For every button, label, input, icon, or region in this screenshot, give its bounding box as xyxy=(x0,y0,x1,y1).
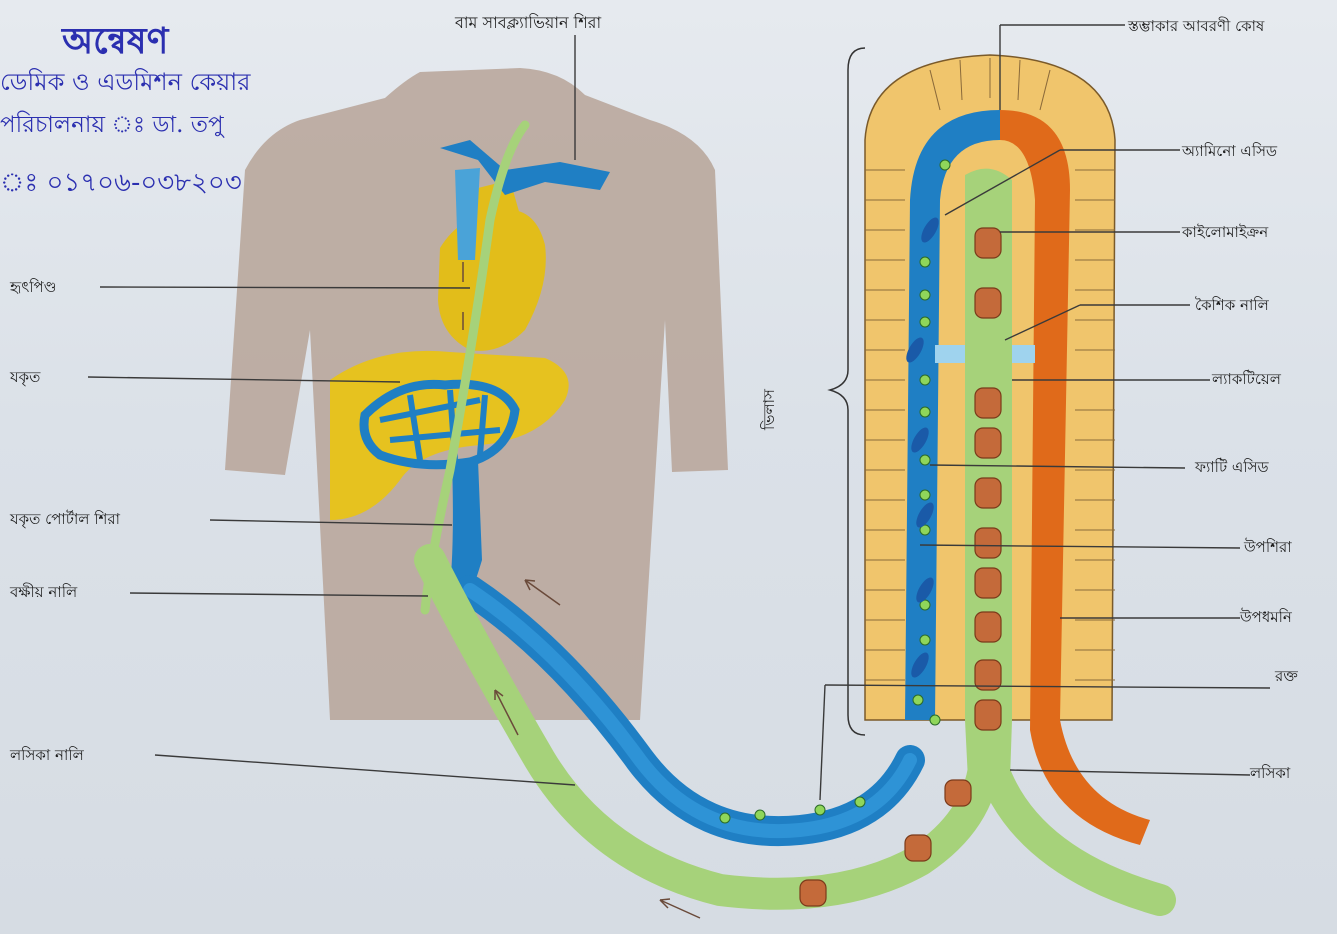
label-chylomicron: কাইলোমাইক্রন xyxy=(1182,221,1268,246)
label-lacteal: ল্যাকটিয়েল xyxy=(1212,368,1281,393)
label-fatty-acid: ফ্যাটি এসিড xyxy=(1195,456,1269,481)
label-heart: হৃৎপিণ্ড xyxy=(10,276,56,301)
label-venule: উপশিরা xyxy=(1244,536,1292,561)
label-amino-acid: অ্যামিনো এসিড xyxy=(1182,140,1277,165)
label-villus: ভিলাস xyxy=(758,389,783,430)
label-liver: যকৃত xyxy=(10,366,40,391)
label-lymph: লসিকা xyxy=(1250,762,1290,787)
label-arteriole: উপধমনি xyxy=(1240,606,1292,631)
label-left-subclavian-vein: বাম সাবক্ল্যাভিয়ান শিরা xyxy=(455,10,601,37)
villus-brace xyxy=(830,48,865,735)
label-hepatic-portal-vein: যকৃত পোর্টাল শিরা xyxy=(10,508,120,533)
label-thoracic-duct: বক্ষীয় নালি xyxy=(10,581,77,606)
label-capillary: কৈশিক নালি xyxy=(1195,294,1269,319)
stamp-phone: ঃ ০১৭০৬-০৩৮২০৩ xyxy=(0,162,242,206)
label-lymph-vessel: লসিকা নালি xyxy=(10,744,84,769)
stamp-line-2: পরিচালনায় ঃ ডা. তপু xyxy=(0,106,224,145)
stamp-line-1: ডেমিক ও এডমিশন কেয়ার xyxy=(0,64,250,104)
label-blood: রক্ত xyxy=(1275,665,1298,690)
label-columnar-epithelium: স্তম্ভাকার আবরণী কোষ xyxy=(1128,15,1264,40)
